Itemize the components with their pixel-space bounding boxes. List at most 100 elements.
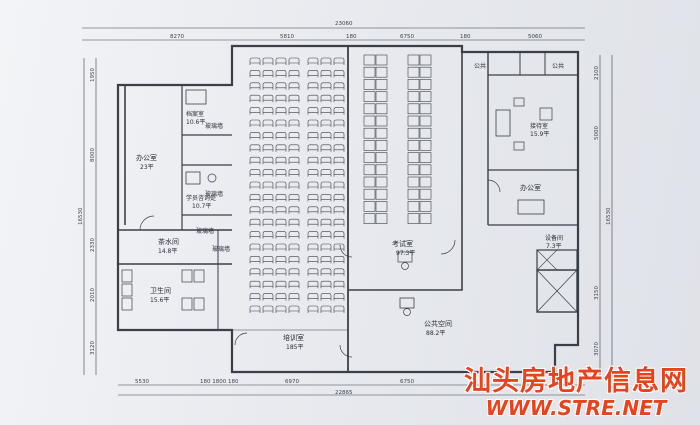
exam-desk xyxy=(375,201,388,212)
exam-desk xyxy=(363,188,376,200)
watermark-title: 汕头房地产信息网 xyxy=(464,366,688,397)
training-chair xyxy=(262,194,274,202)
room-equipment-area: 7.3平 xyxy=(546,243,562,250)
training-chair xyxy=(320,156,332,165)
room-consult-name: 学员咨询处 xyxy=(186,194,216,202)
exam-desk xyxy=(419,54,432,66)
exam-desk xyxy=(363,140,376,151)
training-chair xyxy=(249,206,261,214)
glass-wall-label-1: 玻璃墙 xyxy=(205,122,223,130)
exam-desk xyxy=(419,176,432,188)
exam-desk xyxy=(407,201,420,212)
training-chair xyxy=(320,144,332,152)
exam-desk xyxy=(375,79,388,90)
room-restroom-name: 卫生间 xyxy=(150,286,171,295)
exam-desk xyxy=(375,115,388,127)
training-chair xyxy=(262,181,274,189)
glass-wall-label-4: 玻璃墙 xyxy=(212,245,230,253)
training-seat-grid xyxy=(249,57,345,313)
room-consult-area: 10.7平 xyxy=(192,203,211,210)
exam-desk xyxy=(419,79,432,90)
room-public-name: 公共空间 xyxy=(424,319,452,328)
training-chair xyxy=(288,144,300,152)
training-chair xyxy=(307,70,319,78)
training-chair xyxy=(288,194,300,202)
room-tea-name: 茶水间 xyxy=(158,237,179,246)
training-chair xyxy=(262,119,274,127)
training-chair xyxy=(249,218,261,227)
training-chair xyxy=(333,156,345,165)
exam-desk xyxy=(419,201,432,212)
training-chair xyxy=(307,181,319,189)
glass-wall-label-2: 玻璃墙 xyxy=(205,190,223,198)
training-chair xyxy=(320,256,332,264)
training-chair xyxy=(333,181,345,189)
training-chair xyxy=(262,293,274,301)
room-reception-area: 15.9平 xyxy=(530,131,549,138)
exam-desk xyxy=(407,164,420,176)
exam-desk xyxy=(363,103,376,115)
exam-desk xyxy=(363,115,376,127)
training-chair xyxy=(288,243,300,251)
exam-desk xyxy=(419,140,432,151)
exam-desk xyxy=(407,188,420,200)
training-chair xyxy=(288,293,300,301)
training-chair xyxy=(288,94,300,103)
training-chair xyxy=(275,268,287,276)
exam-desk xyxy=(375,188,388,200)
training-chair xyxy=(275,94,287,103)
dim-top-b: 5810 xyxy=(280,34,294,40)
training-chair xyxy=(320,194,332,202)
exam-desk xyxy=(363,66,376,78)
training-chair xyxy=(320,94,332,103)
training-chair xyxy=(307,119,319,127)
exam-desk xyxy=(407,176,420,188)
dim-bottom-c: 6970 xyxy=(285,379,299,385)
training-chair xyxy=(333,231,345,239)
exam-desk xyxy=(407,213,420,224)
training-chair xyxy=(262,231,274,239)
training-chair xyxy=(307,218,319,227)
exam-desk xyxy=(407,152,420,163)
training-chair xyxy=(320,132,332,140)
training-chair xyxy=(333,94,345,103)
room-restroom-area: 15.6平 xyxy=(150,297,169,304)
training-chair xyxy=(307,194,319,202)
exam-desk xyxy=(363,164,376,176)
training-chair xyxy=(249,169,261,177)
room-equipment-name: 设备间 xyxy=(545,234,563,242)
training-chair xyxy=(320,280,332,289)
dim-top-c: 180 xyxy=(346,34,357,40)
training-chair xyxy=(275,181,287,189)
training-chair xyxy=(333,268,345,276)
exam-desk xyxy=(375,54,388,66)
training-chair xyxy=(288,119,300,127)
training-chair xyxy=(249,94,261,103)
training-chair xyxy=(275,70,287,78)
room-reception-name: 接待室 xyxy=(530,122,548,130)
training-chair xyxy=(275,132,287,140)
training-chair xyxy=(307,132,319,140)
exam-desk xyxy=(407,91,420,102)
training-chair xyxy=(288,169,300,177)
training-chair xyxy=(307,144,319,152)
training-chair xyxy=(249,119,261,127)
training-chair xyxy=(288,70,300,78)
training-chair xyxy=(307,57,319,65)
exam-desk xyxy=(363,91,376,102)
room-tea-area: 14.8平 xyxy=(158,248,177,255)
training-chair xyxy=(262,280,274,289)
exam-desk xyxy=(363,176,376,188)
watermark: 汕头房地产信息网 WWW.STRE.NET xyxy=(464,366,688,420)
training-chair xyxy=(320,243,332,251)
exam-desk xyxy=(375,213,388,224)
training-chair xyxy=(320,181,332,189)
training-chair xyxy=(275,82,287,90)
training-chair xyxy=(333,132,345,140)
dim-right-e: 3070 xyxy=(594,342,600,356)
training-chair xyxy=(333,293,345,301)
training-chair xyxy=(262,218,274,227)
training-chair xyxy=(307,305,319,313)
